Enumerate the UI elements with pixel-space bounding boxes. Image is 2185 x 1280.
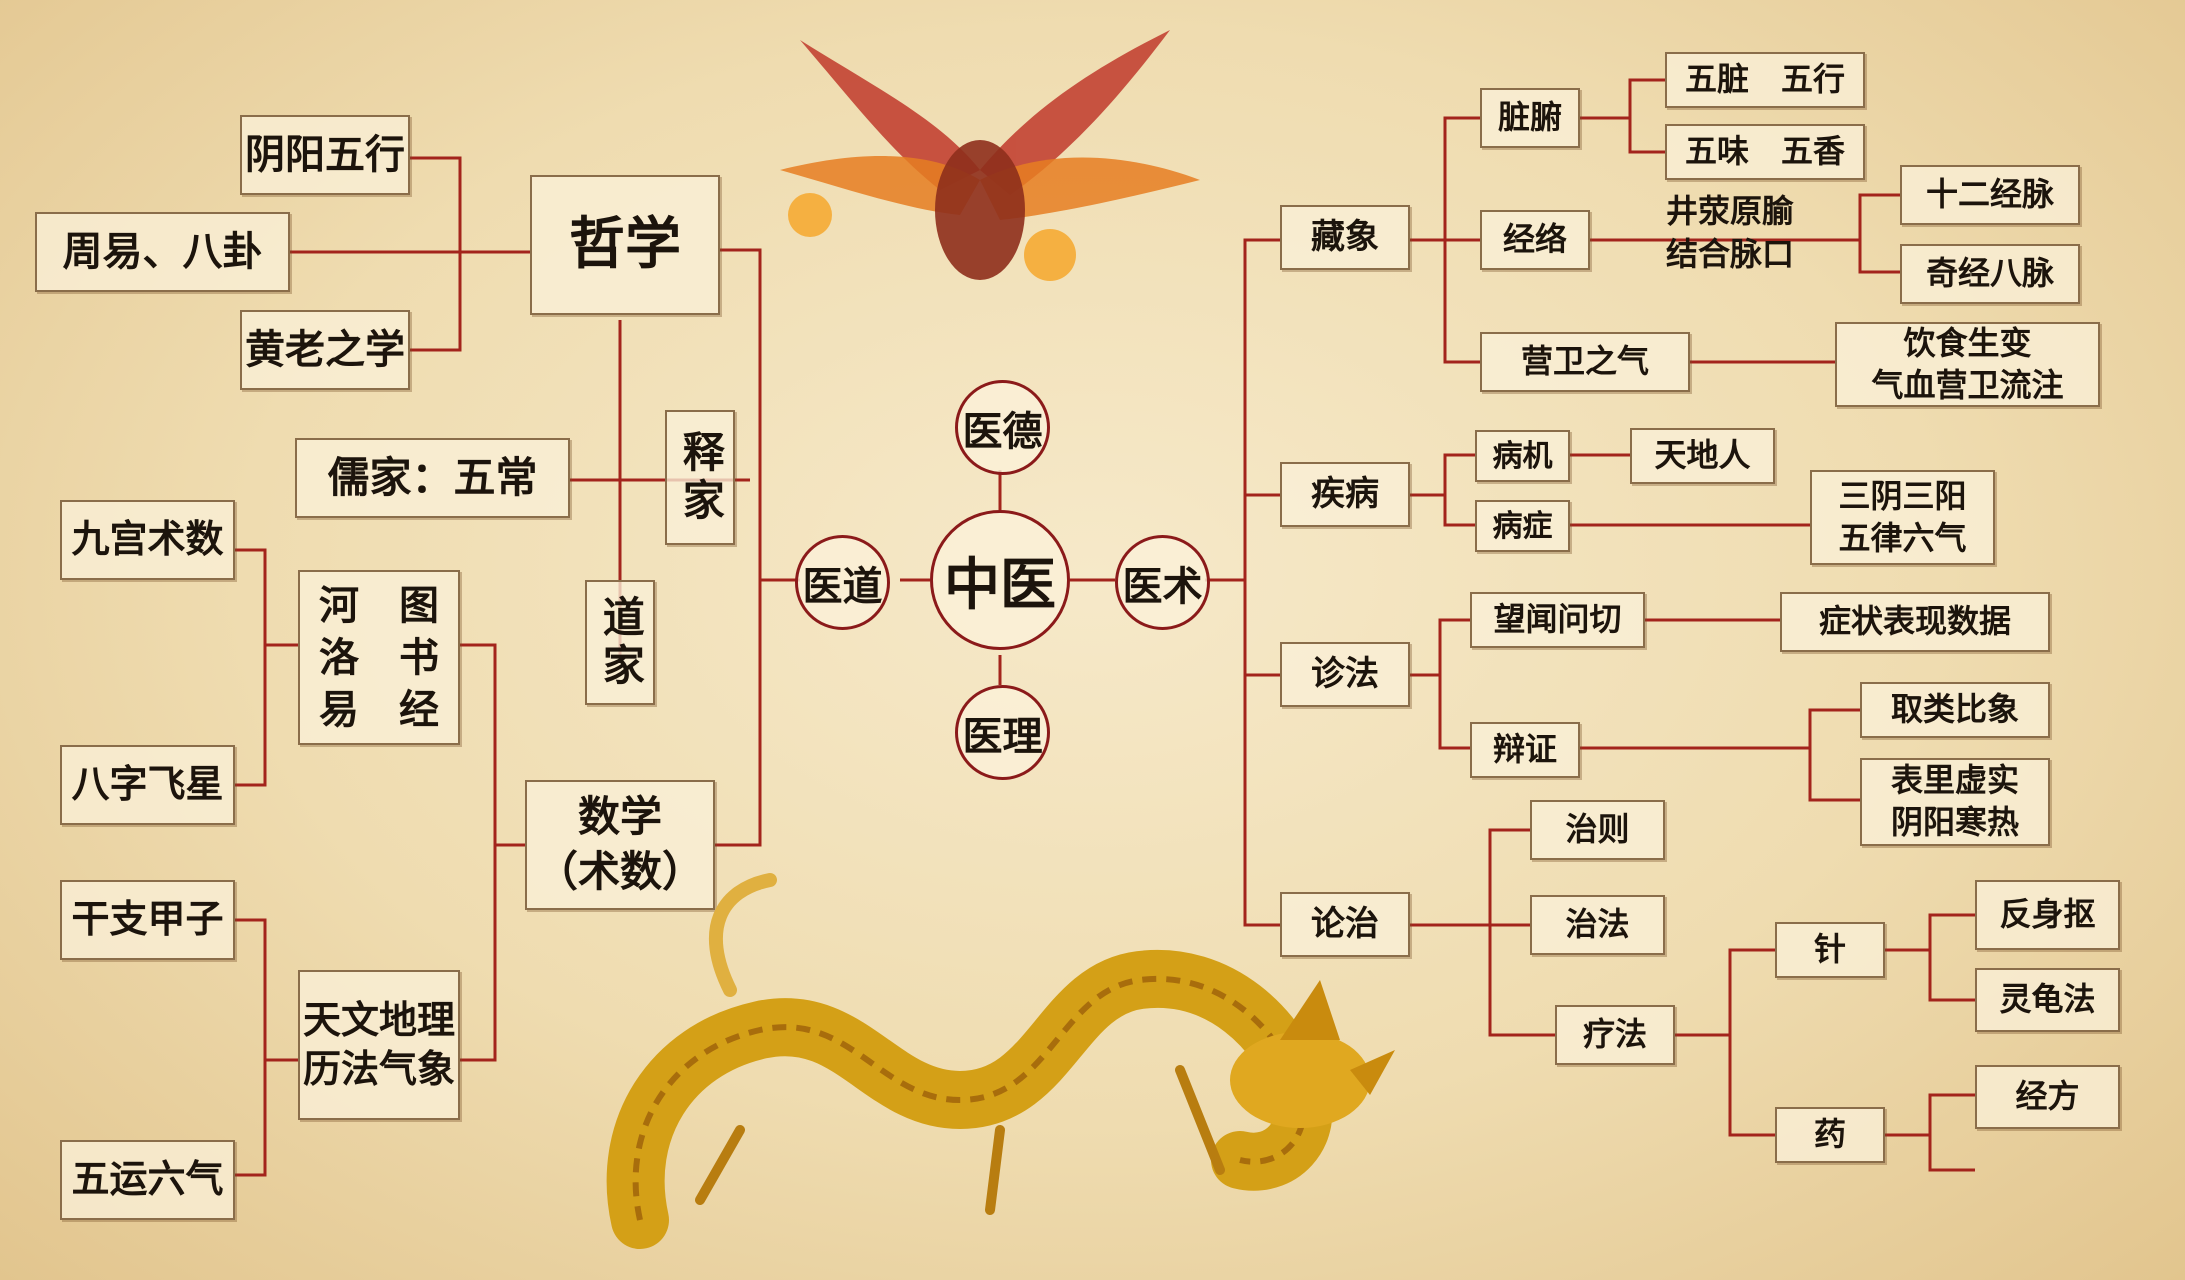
node-tiandiren[interactable]: 天地人 — [1630, 428, 1775, 484]
node-jiugong[interactable]: 九宫术数 — [60, 500, 235, 580]
node-zangxiang[interactable]: 藏象 — [1280, 205, 1410, 270]
phoenix-illustration — [780, 30, 1200, 281]
node-yinyang-wuxing[interactable]: 阴阳五行 — [240, 115, 410, 195]
node-yinshi-shengbian[interactable]: 饮食生变 气血营卫流注 — [1835, 322, 2100, 407]
node-jingfang[interactable]: 经方 — [1975, 1065, 2120, 1129]
node-zangfu[interactable]: 脏腑 — [1480, 88, 1580, 148]
node-hetu-luoshu[interactable]: 河 图 洛 书 易 经 — [298, 570, 460, 745]
node-bazi-feixing[interactable]: 八字飞星 — [60, 745, 235, 825]
node-bianzheng[interactable]: 辩证 — [1470, 722, 1580, 778]
node-zhengzhuang-data[interactable]: 症状表现数据 — [1780, 592, 2050, 652]
node-biaoli-xushi[interactable]: 表里虚实 阴阳寒热 — [1860, 758, 2050, 846]
hub-yili[interactable]: 医理 — [955, 685, 1050, 780]
node-lunzhi[interactable]: 论治 — [1280, 892, 1410, 957]
label-jingying-yuanshu: 井荥原腧 结合脉口 — [1665, 192, 1794, 274]
node-fanshen-kou[interactable]: 反身抠 — [1975, 880, 2120, 950]
node-tianwen-lifa[interactable]: 天文地理 历法气象 — [298, 970, 460, 1120]
node-yingwei-zhiqi[interactable]: 营卫之气 — [1480, 332, 1690, 392]
hub-center[interactable]: 中医 — [930, 510, 1070, 650]
node-rujia-wuchang[interactable]: 儒家：五常 — [295, 438, 570, 518]
node-jingluo[interactable]: 经络 — [1480, 210, 1590, 270]
node-qijing-bamai[interactable]: 奇经八脉 — [1900, 244, 2080, 304]
node-zhenfa[interactable]: 诊法 — [1280, 642, 1410, 707]
node-mathematics[interactable]: 数学 （术数） — [525, 780, 715, 910]
node-wuzang-wuxing[interactable]: 五脏 五行 — [1665, 52, 1865, 108]
node-wangwen-wenqie[interactable]: 望闻问切 — [1470, 592, 1645, 648]
hub-yide[interactable]: 医德 — [955, 380, 1050, 475]
hub-yishu[interactable]: 医术 — [1115, 535, 1210, 630]
node-zhize[interactable]: 治则 — [1530, 800, 1665, 860]
node-ganzhi[interactable]: 干支甲子 — [60, 880, 235, 960]
dragon-illustration — [606, 873, 1395, 1249]
node-huanglao[interactable]: 黄老之学 — [240, 310, 410, 390]
node-shijia[interactable]: 释家 — [665, 410, 735, 545]
node-sanyin-sanyang[interactable]: 三阴三阳 五律六气 — [1810, 470, 1995, 565]
node-liaofa[interactable]: 疗法 — [1555, 1005, 1675, 1065]
node-yao[interactable]: 药 — [1775, 1107, 1885, 1163]
node-qulei-bixiang[interactable]: 取类比象 — [1860, 682, 2050, 738]
node-daojia[interactable]: 道家 — [585, 580, 655, 705]
node-shier-jingmai[interactable]: 十二经脉 — [1900, 165, 2080, 225]
node-zhifa[interactable]: 治法 — [1530, 895, 1665, 955]
node-bingji[interactable]: 病机 — [1475, 430, 1570, 482]
node-philosophy[interactable]: 哲学 — [530, 175, 720, 315]
node-zhouyi-bagua[interactable]: 周易、八卦 — [35, 212, 290, 292]
node-bingzheng[interactable]: 病症 — [1475, 500, 1570, 552]
node-wuyun-liuqi[interactable]: 五运六气 — [60, 1140, 235, 1220]
node-zhen[interactable]: 针 — [1775, 922, 1885, 978]
hub-yidao[interactable]: 医道 — [795, 535, 890, 630]
node-linggui-fa[interactable]: 灵龟法 — [1975, 968, 2120, 1032]
node-wuwei-wuxiang[interactable]: 五味 五香 — [1665, 124, 1865, 180]
node-jibing[interactable]: 疾病 — [1280, 462, 1410, 527]
